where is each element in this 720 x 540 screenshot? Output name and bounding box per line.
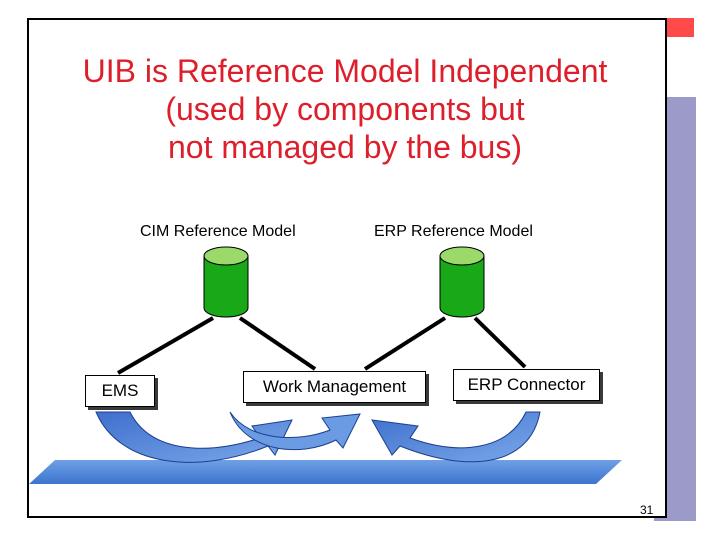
erp-reference-model-label: ERP Reference Model <box>374 223 533 240</box>
erp-connector-box: ERP Connector <box>453 369 600 401</box>
connector-erp-connector <box>473 316 527 369</box>
connector-erp-work <box>363 316 447 371</box>
work-management-box: Work Management <box>243 371 426 403</box>
connector-cim-ems <box>116 316 215 375</box>
curved-arrow-middle <box>229 411 361 451</box>
slide-title: UIB is Reference Model Independent (used… <box>82 53 608 165</box>
page-number: 31 <box>640 503 654 517</box>
cim-database-icon <box>203 246 249 318</box>
erp-database-icon <box>439 246 485 318</box>
connector-cim-work <box>238 316 317 371</box>
cim-reference-model-label: CIM Reference Model <box>140 223 296 240</box>
curved-arrow-right <box>371 411 541 463</box>
ems-box: EMS <box>85 375 155 407</box>
bus-band <box>29 460 622 484</box>
